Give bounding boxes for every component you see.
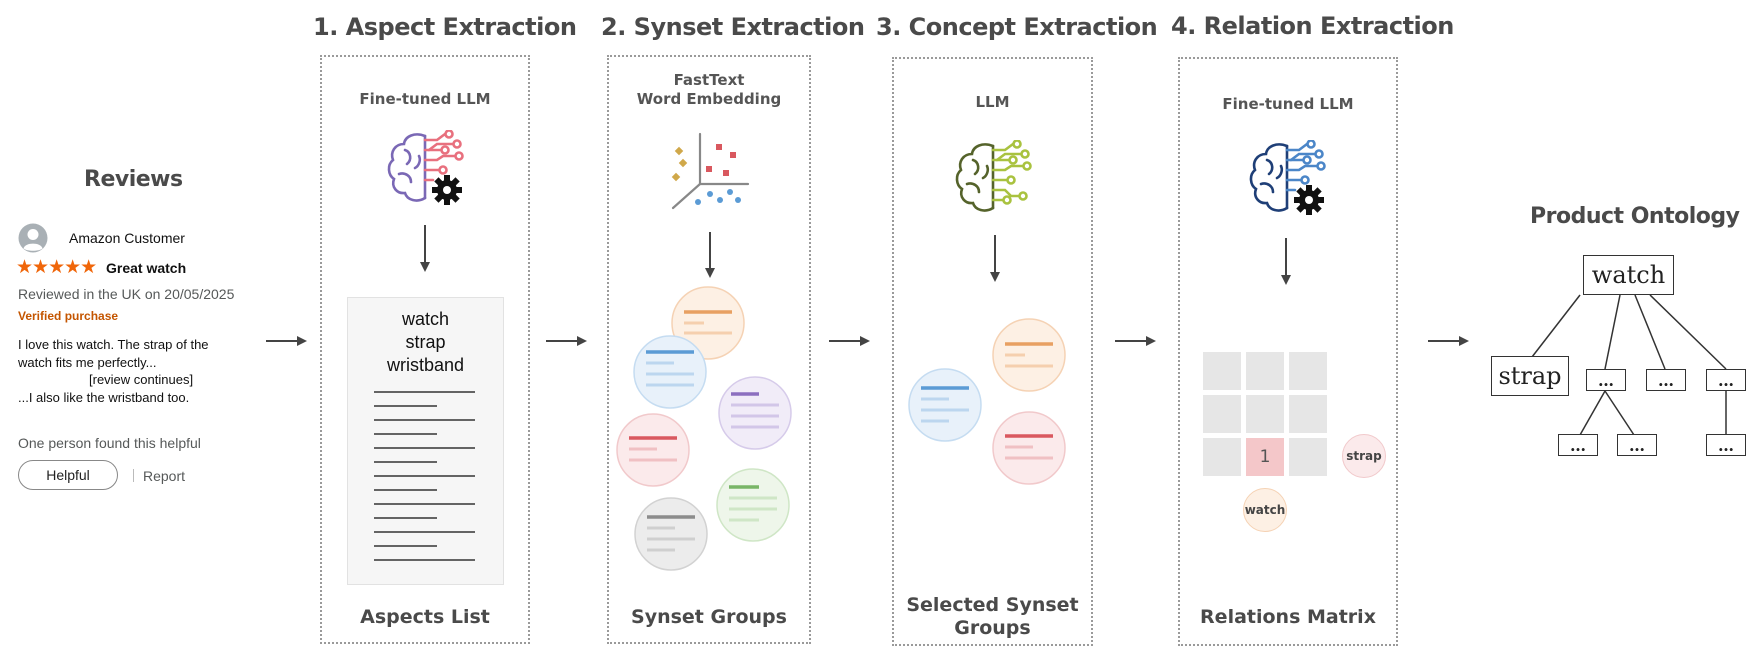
synset-bubble-red	[992, 411, 1066, 485]
synset-bubble-green	[716, 468, 790, 542]
matrix-cell	[1203, 438, 1241, 476]
selected-synset-cluster	[908, 318, 1066, 485]
stage-3-caption: Selected Synset Groups	[892, 594, 1093, 640]
review-meta: Reviewed in the UK on 20/05/2025	[18, 286, 235, 302]
stage-1-model-label: Fine-tuned LLM	[359, 90, 491, 108]
customer-name: Amazon Customer	[69, 230, 185, 246]
verified-badge: Verified purchase	[18, 309, 119, 323]
stage-2-panel	[607, 55, 811, 644]
matrix-cell	[1246, 352, 1284, 390]
ontology-title: Product Ontology	[1530, 204, 1740, 229]
synset-bubble-gray	[634, 497, 708, 571]
ontology-root-node: watch	[1583, 255, 1674, 295]
synset-bubble-blue	[908, 368, 982, 442]
synset-bubble-red	[616, 413, 690, 487]
stage-4-caption: Relations Matrix	[1200, 606, 1376, 628]
review-body-line: [review continues]	[89, 372, 194, 387]
matrix-col-label: watch	[1243, 488, 1287, 532]
synset-groups-cluster	[616, 286, 792, 571]
caption-line: Selected Synset	[906, 594, 1079, 616]
matrix-cell	[1289, 352, 1327, 390]
matrix-cell	[1289, 395, 1327, 433]
matrix-cell	[1203, 395, 1241, 433]
matrix-cell-highlight: 1	[1246, 438, 1284, 476]
scatter-embedding-icon	[671, 132, 750, 210]
stage-1-caption: Aspects List	[360, 606, 490, 628]
matrix-cell	[1203, 352, 1241, 390]
model-label-line: Word Embedding	[636, 90, 782, 108]
stage-1-title: 1. Aspect Extraction	[313, 13, 577, 41]
model-label-line: FastText	[673, 71, 745, 89]
synset-bubble-blue	[633, 335, 707, 409]
ontology-edges	[1531, 294, 1727, 436]
brain-gear-icon	[1249, 140, 1326, 215]
reviews-title: Reviews	[84, 167, 183, 192]
review-headline: Great watch	[106, 260, 187, 276]
synset-bubble-orange	[671, 286, 745, 360]
aspect-item: watch	[401, 309, 450, 329]
helpful-button[interactable]: Helpful	[18, 460, 118, 490]
star-rating: ★★★★★	[16, 257, 97, 278]
helpful-count: One person found this helpful	[18, 435, 201, 451]
stage-4-panel	[1178, 57, 1398, 646]
ontology-ellipsis-node: …	[1558, 434, 1598, 456]
synset-bubble-purple	[718, 376, 792, 450]
ontology-ellipsis-node: …	[1646, 369, 1686, 391]
aspect-item: strap	[405, 332, 446, 352]
matrix-row-label: strap	[1342, 434, 1386, 478]
report-link[interactable]: Report	[143, 468, 186, 484]
stage-2-model-label: FastText Word Embedding	[613, 71, 805, 109]
divider	[133, 469, 134, 482]
aspect-placeholder-lines	[374, 391, 475, 561]
stage-4-title: 4. Relation Extraction	[1171, 12, 1454, 40]
ontology-ellipsis-node: …	[1706, 434, 1746, 456]
stage-3-model-label: LLM	[975, 93, 1010, 111]
review-body-line: ...I also like the wristband too.	[18, 390, 190, 405]
user-avatar-icon	[18, 223, 48, 253]
ontology-ellipsis-node: …	[1706, 369, 1746, 391]
stage-4-model-label: Fine-tuned LLM	[1222, 95, 1354, 113]
review-body-line: I love this watch. The strap of the	[18, 337, 209, 352]
synset-bubble-orange	[992, 318, 1066, 392]
ontology-ellipsis-node: …	[1617, 434, 1657, 456]
stage-3-title: 3. Concept Extraction	[876, 13, 1158, 41]
aspects-list-card	[347, 297, 504, 585]
matrix-cell	[1246, 395, 1284, 433]
stage-2-title: 2. Synset Extraction	[601, 13, 865, 41]
brain-circuit-icon	[955, 140, 1032, 212]
review-body-line: watch fits me perfectly...	[18, 355, 157, 370]
stage-1-panel	[320, 55, 530, 644]
ontology-child-node: strap	[1491, 356, 1569, 396]
review-card: Reviews Amazon Customer ★★★★★ Great watc…	[0, 0, 240, 662]
stage-3-panel	[892, 57, 1093, 646]
caption-line: Groups	[954, 617, 1031, 639]
ontology-ellipsis-node: …	[1586, 369, 1626, 391]
matrix-cell	[1289, 438, 1327, 476]
brain-gear-icon	[387, 130, 464, 205]
aspect-item: wristband	[386, 355, 465, 375]
stage-2-caption: Synset Groups	[631, 606, 787, 628]
